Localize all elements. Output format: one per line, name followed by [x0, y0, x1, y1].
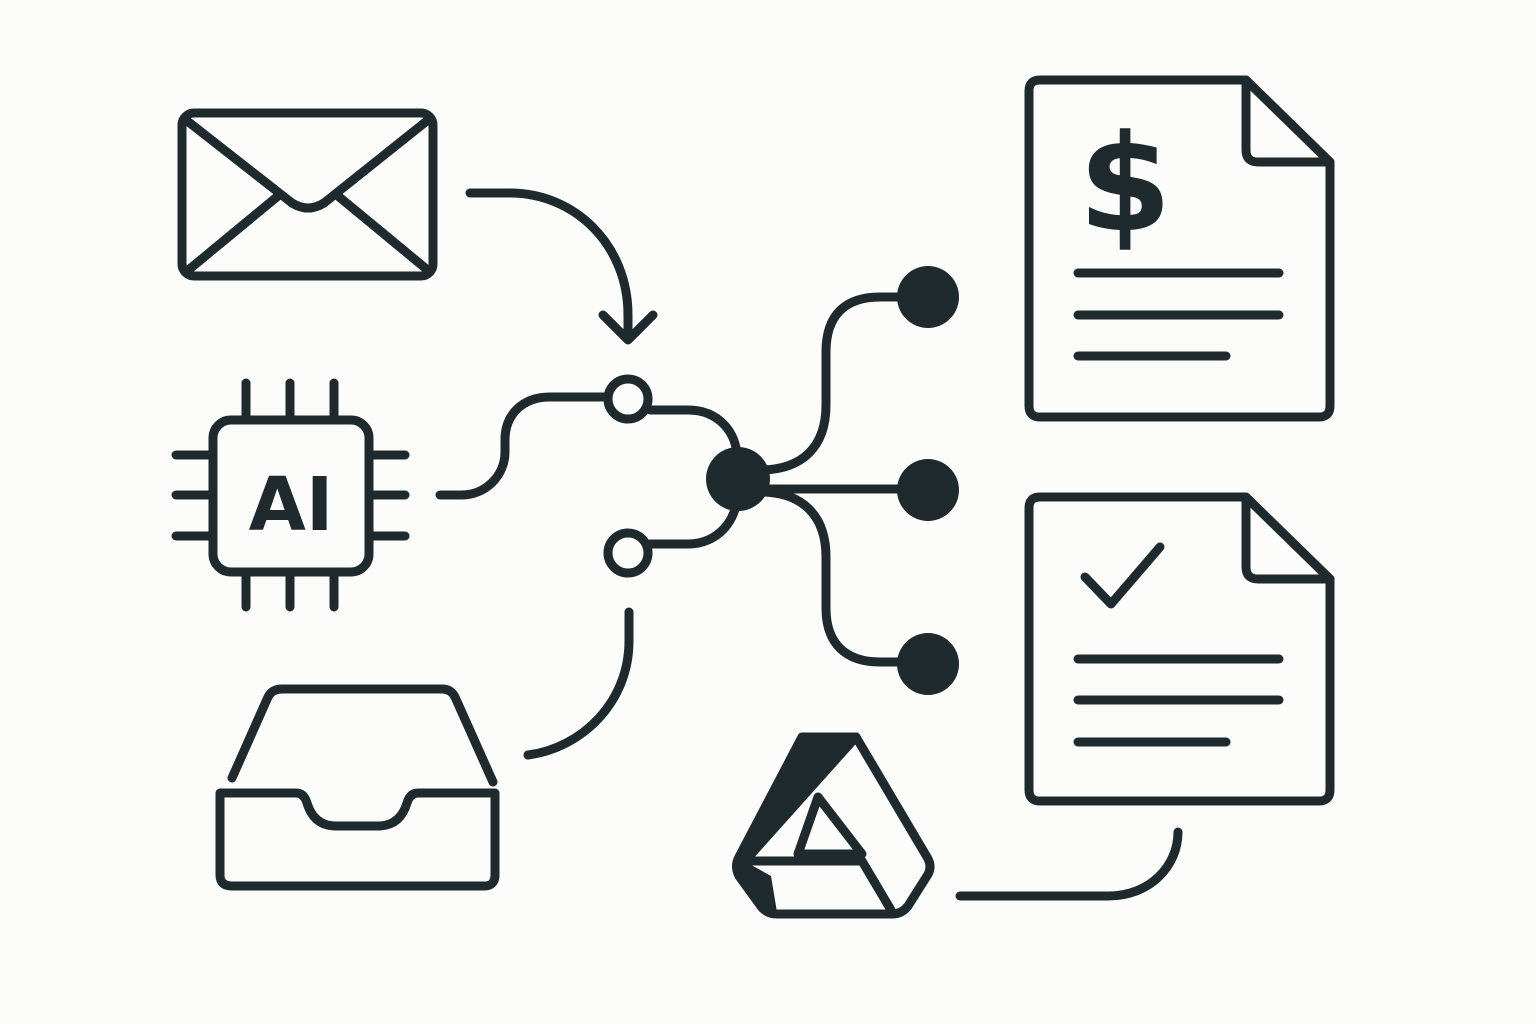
merge-nodes — [603, 374, 770, 578]
input-node-bottom — [603, 528, 653, 578]
output-branches — [755, 266, 959, 695]
hub-node — [706, 447, 770, 511]
check-mark-icon — [1080, 542, 1165, 609]
input-connectors — [435, 188, 658, 760]
chip-label: AI — [249, 462, 334, 548]
connector-tray — [523, 607, 634, 760]
connector-document-drive — [955, 827, 1183, 901]
connector-chip — [435, 392, 611, 500]
arrow-head-icon — [598, 310, 658, 345]
connector-envelope — [465, 188, 633, 343]
output-node-top — [897, 266, 959, 328]
invoice-document-icon: $ — [1024, 75, 1335, 422]
output-node-middle — [897, 459, 959, 521]
inbox-tray-icon — [215, 684, 500, 891]
google-drive-icon — [732, 732, 935, 919]
input-node-top — [603, 374, 653, 424]
envelope-icon — [177, 108, 438, 281]
ai-chip-icon: AI — [171, 378, 410, 612]
dollar-symbol: $ — [1078, 106, 1171, 262]
approved-document-icon — [1024, 492, 1335, 806]
output-node-bottom — [897, 633, 959, 695]
